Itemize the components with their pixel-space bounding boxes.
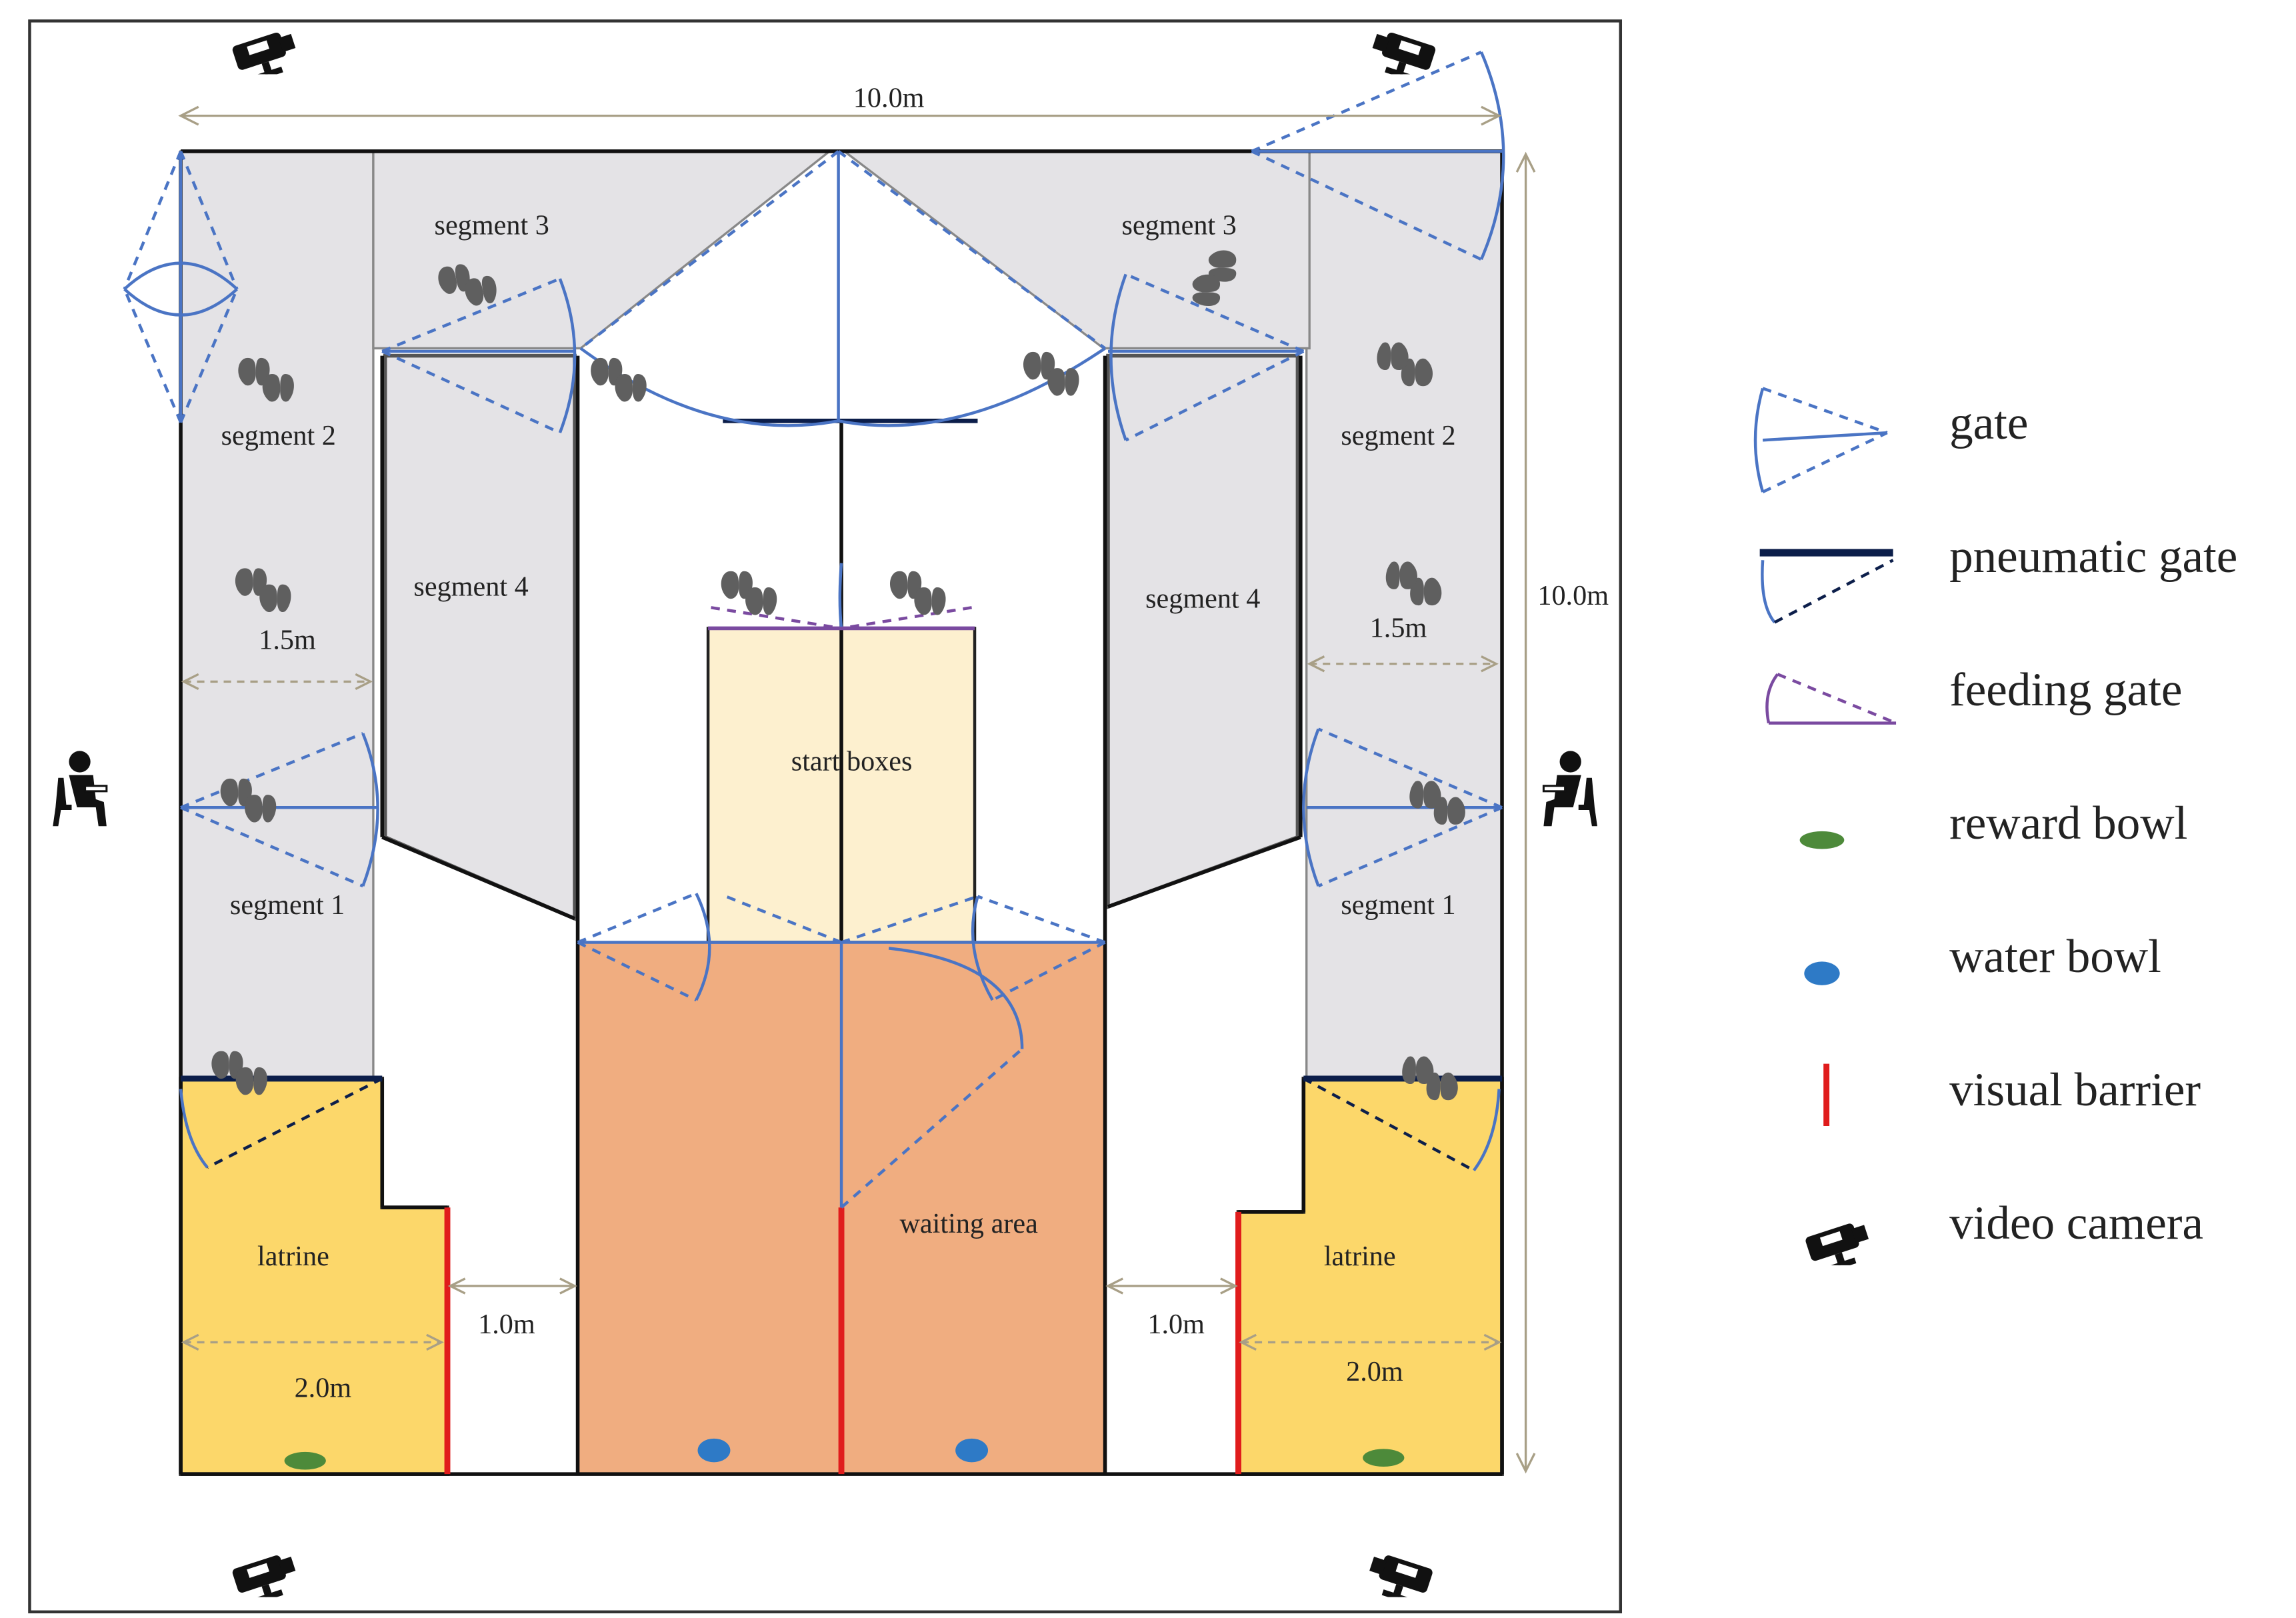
legend-pneumatic-gate-icon xyxy=(1759,549,1894,624)
visual-barriers xyxy=(444,1207,1241,1475)
segment-4-right xyxy=(1106,353,1300,910)
dim-seg-left: 1.5m xyxy=(259,625,316,656)
dim-seg-right: 1.5m xyxy=(1370,613,1427,644)
segment-outer-left xyxy=(179,150,375,1080)
dim-latrine-left: 2.0m xyxy=(295,1373,352,1404)
label-segment-2-left: segment 2 xyxy=(221,420,336,451)
segment-4-left xyxy=(383,353,577,922)
legend: gate pneumatic gate feeding gate reward … xyxy=(1753,387,2237,1265)
dimension-lines xyxy=(178,105,1536,1474)
water-bowl-right xyxy=(955,1438,989,1463)
water-bowl-left xyxy=(697,1438,731,1463)
dim-height-right: 10.0m xyxy=(1537,580,1609,611)
label-waiting-area: waiting area xyxy=(899,1208,1038,1239)
label-segment-1-right: segment 1 xyxy=(1341,889,1455,921)
label-latrine-left: latrine xyxy=(257,1241,329,1272)
label-segment-3-left: segment 3 xyxy=(435,209,549,241)
legend-gate-icon xyxy=(1753,387,1888,494)
label-segment-4-left: segment 4 xyxy=(413,571,528,603)
reward-bowl-right xyxy=(1363,1449,1405,1467)
label-start-boxes: start boxes xyxy=(791,746,913,777)
legend-feeding-gate-icon xyxy=(1765,673,1897,725)
legend-reward-bowl-icon xyxy=(1799,831,1845,849)
legend-label-pneumatic-gate: pneumatic gate xyxy=(1949,531,2237,583)
label-segment-4-right: segment 4 xyxy=(1145,583,1260,614)
legend-label-feeding-gate: feeding gate xyxy=(1949,664,2182,716)
legend-label-video-camera: video camera xyxy=(1949,1197,2203,1249)
legend-label-visual-barrier: visual barrier xyxy=(1949,1064,2201,1116)
legend-label-reward-bowl: reward bowl xyxy=(1949,797,2187,849)
reward-bowl-left xyxy=(284,1451,326,1470)
legend-label-gate: gate xyxy=(1949,397,2028,449)
gates xyxy=(123,51,1505,1209)
walls xyxy=(179,149,1504,1476)
legend-label-water-bowl: water bowl xyxy=(1949,931,2161,983)
dim-width-top: 10.0m xyxy=(853,82,925,113)
legend-video-camera-icon xyxy=(1804,1219,1875,1265)
label-segment-2-right: segment 2 xyxy=(1341,420,1455,451)
label-latrine-right: latrine xyxy=(1324,1241,1396,1272)
legend-water-bowl-icon xyxy=(1804,961,1840,985)
dim-corridor-left: 1.0m xyxy=(478,1309,535,1340)
dim-latrine-right: 2.0m xyxy=(1346,1356,1403,1387)
dim-corridor-right: 1.0m xyxy=(1147,1309,1205,1340)
label-segment-3-right: segment 3 xyxy=(1122,209,1237,241)
label-segment-1-left: segment 1 xyxy=(230,889,345,921)
